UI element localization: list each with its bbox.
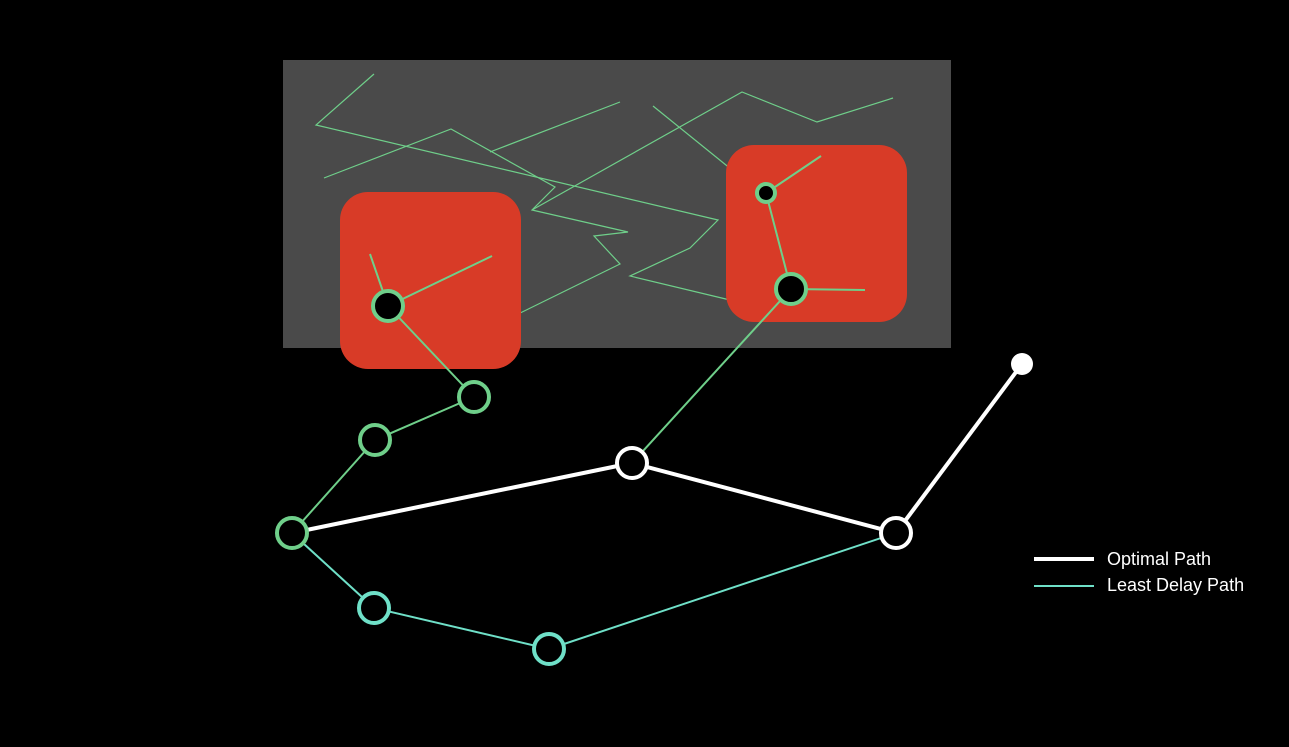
- green-link-1: [291, 439, 376, 534]
- legend-least-delay: Least Delay Path: [1034, 573, 1274, 599]
- optimal-link-2: [631, 461, 897, 535]
- blocker-left: [340, 192, 521, 369]
- lower-link-3: [548, 532, 897, 650]
- nodes: [275, 182, 1033, 666]
- green-link-2: [374, 396, 475, 441]
- start-node: [275, 516, 309, 550]
- optimal-path-swatch: [1034, 557, 1094, 561]
- tangle-line-2: [323, 128, 629, 319]
- optimal-path-label: Optimal Path: [1107, 549, 1212, 569]
- blocker-right: [726, 145, 907, 322]
- least-delay-path-label: Least Delay Path: [1107, 575, 1245, 595]
- legend-optimal: Optimal Path: [1034, 547, 1274, 573]
- tangled-links: [314, 73, 894, 319]
- green-link-4: [631, 288, 792, 464]
- left-blocked-node: [371, 289, 405, 323]
- lower-node-2: [532, 632, 566, 666]
- tangle-line-3: [489, 101, 621, 153]
- least-delay-links-upper: [291, 288, 792, 534]
- legend: Optimal Path Least Delay Path: [1034, 547, 1274, 599]
- lower-node-1: [357, 591, 391, 625]
- optimal-link-1: [291, 461, 633, 535]
- lower-link-2: [373, 607, 550, 650]
- optimal-link-3: [894, 362, 1024, 535]
- end-node: [1011, 353, 1033, 375]
- tangle-line-1: [314, 73, 731, 301]
- least-delay-path-swatch: [1034, 585, 1094, 587]
- right-blocked-link-a: [765, 155, 822, 194]
- tangle-line-4: [531, 91, 894, 211]
- left-upper-node-2: [457, 380, 491, 414]
- right-small-blocked-node: [755, 182, 777, 204]
- left-blocked-link-b: [387, 255, 493, 307]
- right-blocked-node: [774, 272, 808, 306]
- optimal-path: [291, 362, 1024, 535]
- least-delay-path: [291, 532, 897, 650]
- left-upper-node-1: [358, 423, 392, 457]
- lower-link-1: [291, 532, 375, 609]
- right-node: [879, 516, 913, 550]
- center-node: [615, 446, 649, 480]
- green-link-3: [387, 305, 475, 398]
